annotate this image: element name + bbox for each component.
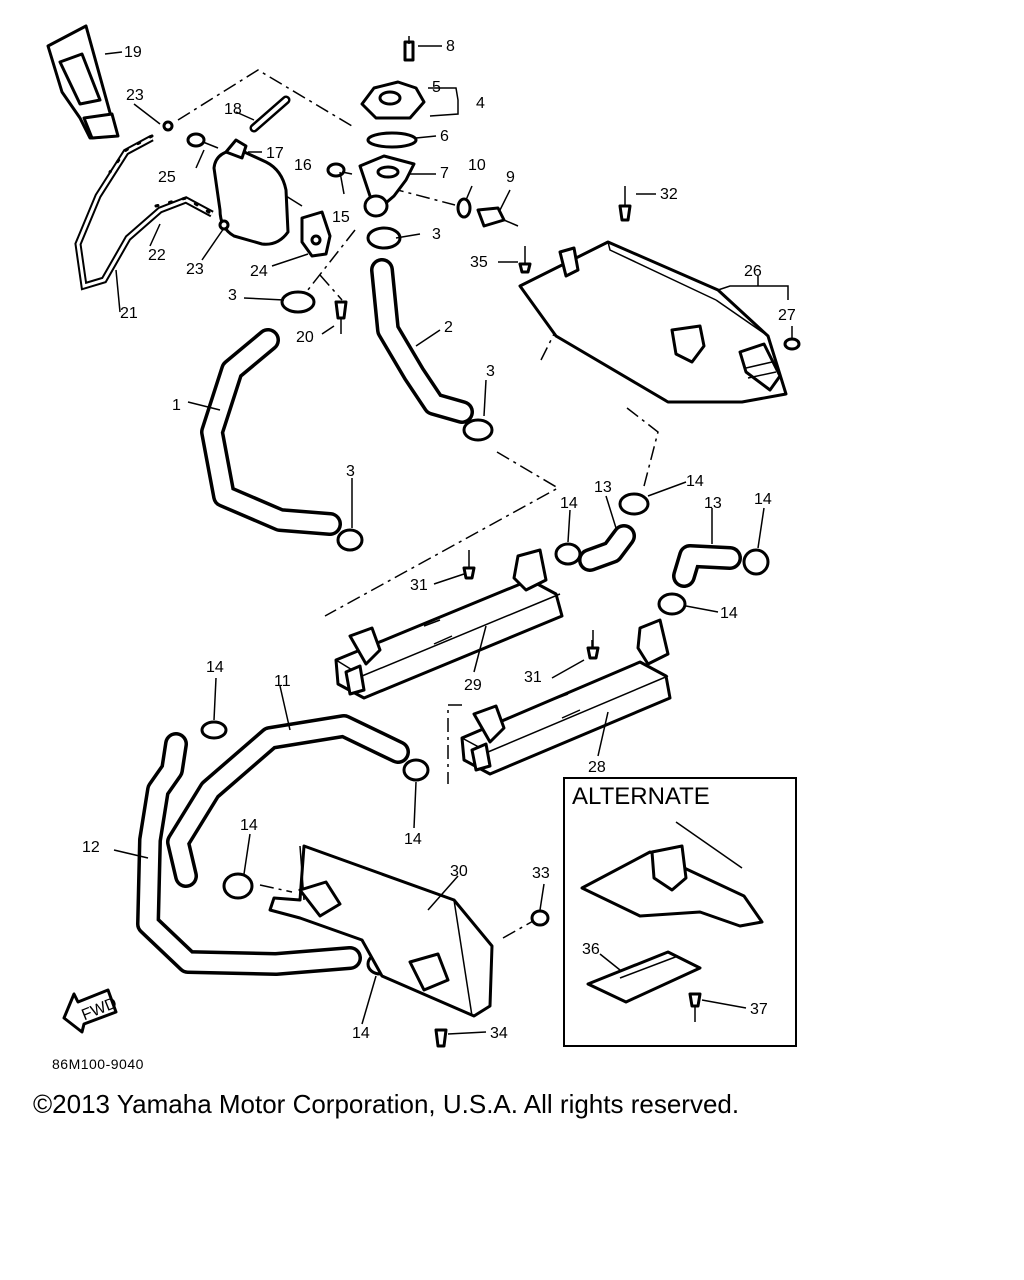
label-23a: 23: [126, 87, 144, 104]
bolts-31: [462, 550, 600, 660]
label-11: 11: [274, 673, 291, 690]
label-18: 18: [224, 101, 242, 118]
label-24: 24: [250, 263, 268, 280]
label-7: 7: [440, 165, 449, 182]
part-29-cooler: [334, 548, 564, 700]
label-14a: 14: [686, 473, 704, 490]
label-14d: 14: [720, 605, 738, 622]
label-9: 9: [506, 169, 515, 186]
bolts-32-35: [518, 186, 632, 274]
label-25: 25: [158, 169, 176, 186]
part-24-bracket: [300, 210, 332, 258]
alternate-title: ALTERNATE: [572, 783, 710, 810]
label-33: 33: [532, 865, 550, 882]
parts-9-10: [456, 197, 519, 228]
label-30: 30: [450, 863, 468, 880]
alternate-inset: ALTERNATE: [563, 777, 797, 1047]
part-28-cooler: [460, 618, 672, 776]
label-17: 17: [266, 145, 284, 162]
label-16: 16: [294, 157, 312, 174]
label-23b: 23: [186, 261, 204, 278]
part-labels: 19 23 18 17 16 25 8 5 4 6 7 10 9 32 35 2…: [82, 38, 796, 1042]
label-6: 6: [440, 128, 449, 145]
label-14h: 14: [352, 1025, 370, 1042]
label-28: 28: [588, 759, 606, 776]
label-14g: 14: [240, 817, 258, 834]
label-19: 19: [124, 44, 142, 61]
hoses: [136, 258, 742, 976]
label-13b: 13: [704, 495, 722, 512]
label-10: 10: [468, 157, 486, 174]
label-14e: 14: [206, 659, 224, 676]
copyright-notice: ©2013 Yamaha Motor Corporation, U.S.A. A…: [33, 1089, 740, 1119]
label-14c: 14: [754, 491, 772, 508]
label-1: 1: [172, 397, 181, 414]
label-27: 27: [778, 307, 796, 324]
label-8: 8: [446, 38, 455, 55]
fwd-arrow-icon: FWD: [62, 988, 120, 1034]
part-25-fitting: [186, 132, 219, 149]
label-12: 12: [82, 839, 100, 856]
part-19-bracket: [46, 24, 120, 140]
label-34: 34: [490, 1025, 508, 1042]
part-18-pin: [249, 95, 291, 133]
label-35: 35: [470, 254, 488, 271]
small-screws: [162, 120, 348, 334]
label-3a: 3: [432, 226, 441, 243]
label-29: 29: [464, 677, 482, 694]
part-30-plate: [268, 844, 494, 1018]
label-31a: 31: [410, 577, 428, 594]
label-3b: 3: [228, 287, 237, 304]
label-3c: 3: [486, 363, 495, 380]
label-31b: 31: [524, 669, 542, 686]
label-20: 20: [296, 329, 314, 346]
parts-33-34: [434, 909, 550, 1048]
assembly-lines: [177, 69, 706, 971]
leader-lines: [104, 45, 793, 1035]
label-14b: 14: [560, 495, 578, 512]
label-3d: 3: [346, 463, 355, 480]
label-36: 36: [582, 941, 600, 958]
label-21: 21: [120, 305, 138, 322]
label-22: 22: [148, 247, 166, 264]
label-26: 26: [744, 263, 762, 280]
part-21-22-wires: [74, 134, 214, 291]
label-15: 15: [332, 209, 350, 226]
label-32: 32: [660, 186, 678, 203]
diagram-code: 86M100-9040: [52, 1056, 144, 1072]
part-3-clamps: [280, 226, 494, 552]
label-2: 2: [444, 319, 453, 336]
label-13a: 13: [594, 479, 612, 496]
label-14f: 14: [404, 831, 422, 848]
label-4: 4: [476, 95, 485, 112]
label-37: 37: [750, 1001, 768, 1018]
parts-4-5-6-7-8: [358, 36, 426, 218]
parts-diagram: FWD ALTERNATE: [46, 24, 801, 1048]
label-5: 5: [432, 79, 441, 96]
part-26-cover: [518, 240, 801, 404]
